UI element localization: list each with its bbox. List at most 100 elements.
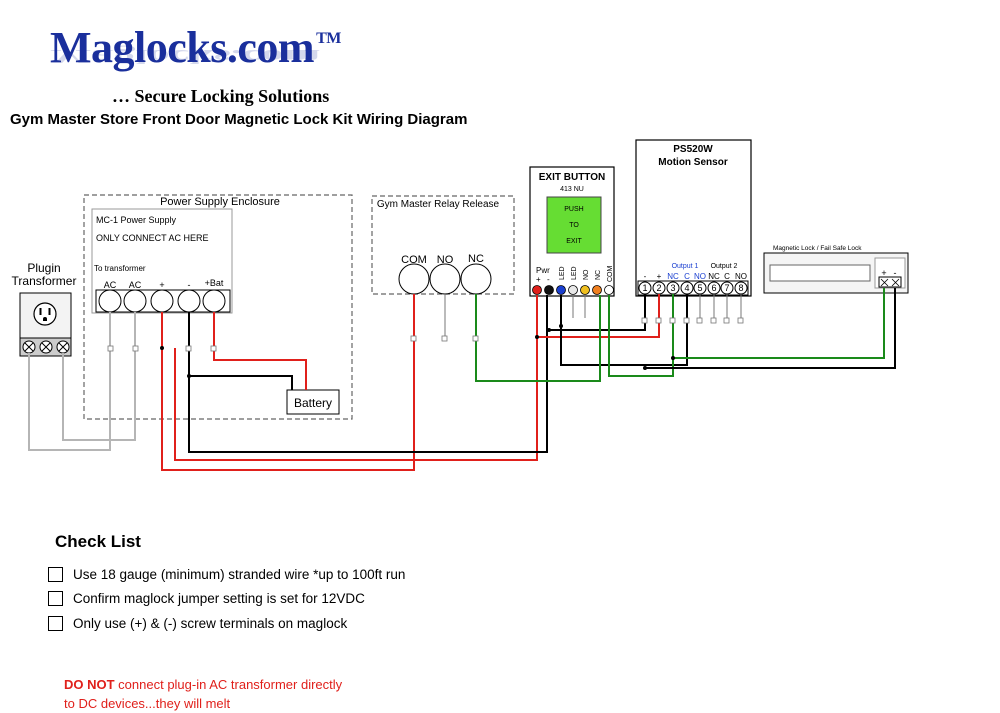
logo-trademark: TM [316,30,341,47]
warning-note: DO NOT connect plug-in AC transformer di… [64,675,342,713]
wire-black-motion [549,294,646,331]
exit-face-push: PUSH [564,206,583,213]
battery-label: Battery [294,396,332,410]
ms-num-3: 3 [670,283,675,293]
ms-label-5: NO [694,272,706,281]
diagram-title: Gym Master Store Front Door Magnetic Loc… [10,111,468,128]
checklist-item-text: Only use (+) & (-) screw terminals on ma… [73,615,348,631]
motion-sensor-panel [635,139,752,297]
ms-label-4: C [684,272,690,281]
wiring-diagram: Plugin Transformer Power Supply Enclosur… [12,139,909,471]
warning-line-1: DO NOT connect plug-in AC transformer di… [64,675,342,694]
ms-num-1: 1 [642,283,647,293]
relay-label-com: COM [401,254,427,266]
checklist-item: Confirm maglock jumper setting is set fo… [48,589,365,607]
magnetic-lock [763,252,909,294]
wire-black-com [560,294,688,366]
exit-nc-label: NC [595,270,602,280]
maglock-label: Magnetic Lock / Fail Safe Lock [773,245,862,252]
relay-label-nc: NC [468,253,484,265]
checklist-item-text: Confirm maglock jumper setting is set fo… [73,590,365,606]
ms-label-6: NC [708,272,720,281]
power-supply-enclosure [83,194,353,420]
checklist-item: Only use (+) & (-) screw terminals on ma… [48,614,347,632]
ms-label-2: + [657,272,662,281]
exit-com-label: COM [607,266,614,283]
ms-label-1: - [644,272,647,281]
ps-terminal-label-ac2: AC [129,280,142,290]
exit-terminals [532,285,614,295]
exit-face-exit: EXIT [566,238,582,245]
exit-led-label-2: LED [571,266,578,280]
exit-pwr-plus: + [536,275,541,284]
wire-gray-ac2 [62,312,136,441]
checklist-checkbox[interactable] [48,615,63,631]
wire-red-exit [174,295,538,461]
warning-line1-text: connect plug-in AC transformer directly [114,677,343,692]
wire-black-battery [188,312,293,390]
checklist-title: Check List [55,532,141,551]
warning-line-2: to DC devices...they will melt [64,696,231,711]
exit-led-label-1: LED [559,266,566,280]
motion-sensor-terminals: 1 2 3 4 5 6 7 8 [637,280,749,296]
wire-red-motion [537,294,660,338]
exit-no-label: NO [583,269,590,280]
motion-sensor-model: PS520W [673,144,713,155]
ms-label-7: C [724,272,730,281]
ps-terminal-block [95,289,231,313]
relay-label: Gym Master Relay Release [377,199,500,210]
wire-junctions [160,324,675,378]
transformer-screw-terminals [22,340,70,354]
exit-button-face [546,196,602,254]
transformer-label-2: Transformer [12,274,77,288]
ms-num-4: 4 [684,283,689,293]
checklist-checkbox[interactable] [48,566,63,582]
wire-green-maglock-plus [673,288,885,359]
checklist-item: Use 18 gauge (minimum) stranded wire *up… [48,565,405,583]
transformer-label-1: Plugin [27,261,60,275]
enclosure-label: Power Supply Enclosure [160,196,280,208]
output1-label: Output 1 [672,263,699,270]
maglock-minus: - [894,268,897,278]
power-supply-note: ONLY CONNECT AC HERE [96,233,209,243]
motion-sensor-name: Motion Sensor [658,157,728,168]
wire-red-battery [213,312,307,390]
logo-tagline: … Secure Locking Solutions [112,86,330,106]
test-points [107,317,744,352]
exit-pwr-label: Pwr [536,266,550,275]
outlet-icon [33,302,57,326]
to-transformer-label: To transformer [94,264,146,273]
exit-pwr-minus: - [547,275,550,284]
relay-terminals [398,263,492,295]
power-supply-model: MC-1 Power Supply [96,215,177,225]
ms-num-6: 6 [711,283,716,293]
plugin-transformer [19,292,72,357]
ps-terminal-label-minus: - [188,280,191,290]
ps-terminal-label-plus: + [159,280,164,290]
wire-gray-ac1 [28,312,111,451]
ps-terminal-label-ac1: AC [104,280,117,290]
ms-num-5: 5 [697,283,702,293]
wire-black-exit [188,295,548,453]
maglock-plus: + [881,268,886,278]
warning-bold: DO NOT [64,677,115,692]
battery [286,389,340,415]
wire-green-exit-nc [608,294,674,377]
exit-button-title: EXIT BUTTON [539,172,605,183]
ms-label-3: NC [667,272,679,281]
wires [28,288,896,471]
ms-num-8: 8 [738,283,743,293]
exit-button-model: 413 NU [560,186,584,193]
ms-num-2: 2 [656,283,661,293]
logo-brand-text: Maglocks.com [50,23,315,72]
ps-terminal-label-bat: +Bat [205,278,224,288]
wire-black-maglock-minus [645,288,896,369]
ms-label-8: NO [735,272,747,281]
checklist-checkbox[interactable] [48,590,63,606]
ms-num-7: 7 [724,283,729,293]
relay-label-no: NO [437,254,454,266]
exit-face-to: TO [569,222,579,229]
wire-red-com [161,294,415,471]
